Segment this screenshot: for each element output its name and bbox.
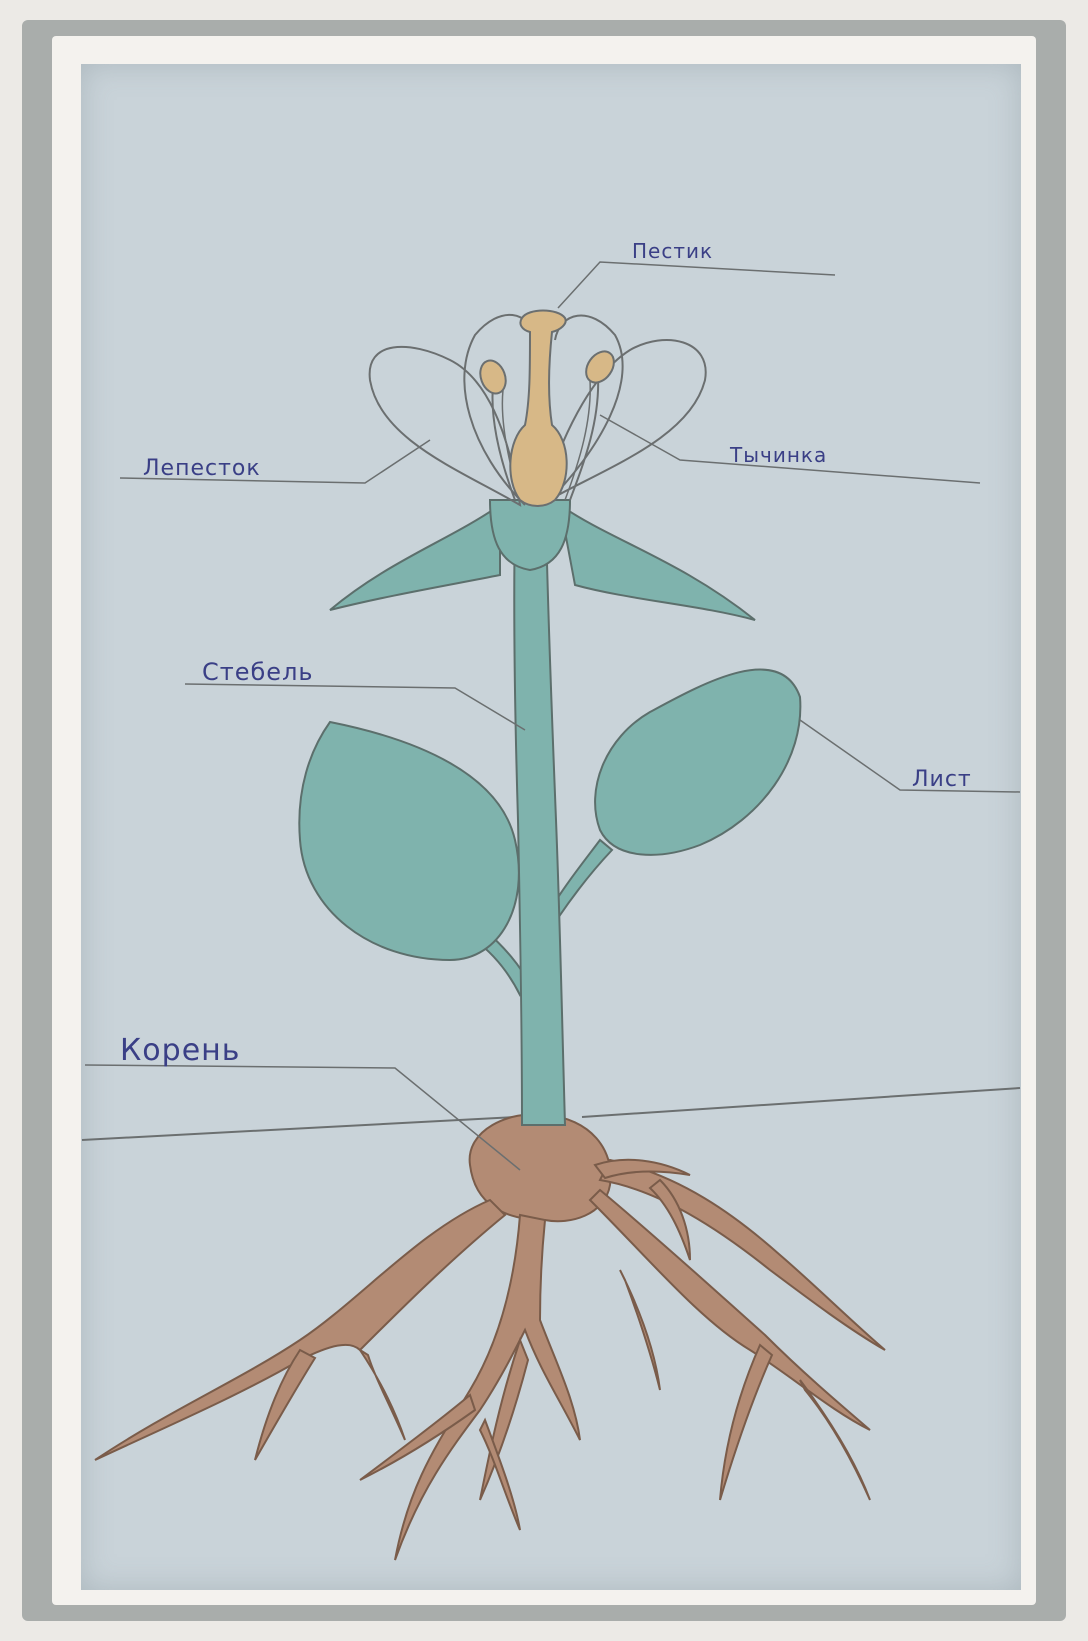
left-leaf [299, 722, 519, 960]
label-stamen: Тычинка [729, 443, 827, 467]
label-leaf: Лист [912, 767, 972, 792]
label-stem: Стебель [202, 658, 314, 686]
pistil [510, 311, 566, 507]
label-petal: Лепесток [143, 456, 261, 481]
label-pistil: Пестик [632, 239, 713, 263]
roots [95, 1114, 885, 1560]
right-leaf [595, 669, 800, 854]
main-stem [514, 520, 565, 1125]
label-root: Корень [120, 1033, 240, 1068]
